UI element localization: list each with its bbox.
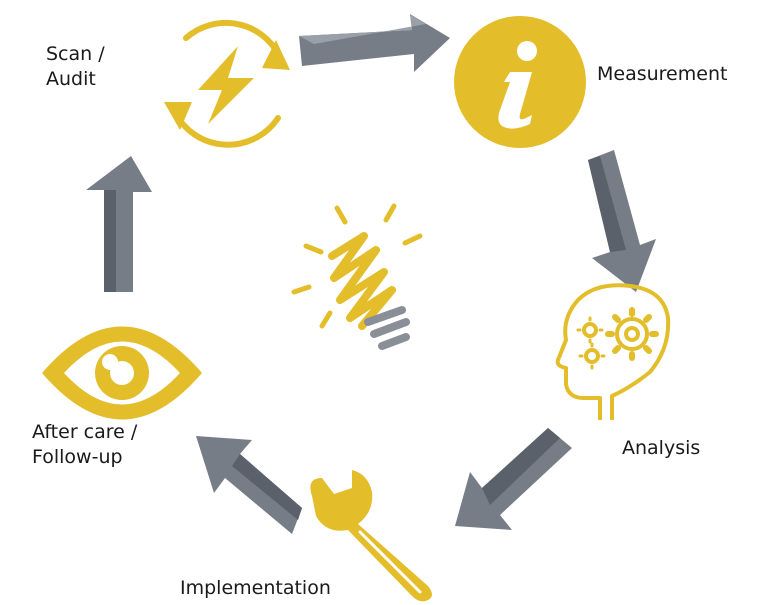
eye-icon <box>42 326 202 420</box>
step-label-after-care: After care / Follow-up <box>32 421 138 468</box>
step-label-analysis: Analysis <box>622 437 701 459</box>
info-icon <box>454 16 586 148</box>
step-label-measurement: Measurement <box>597 63 728 85</box>
arrow-analysis-to-implementation <box>455 428 572 530</box>
wrench-icon <box>310 470 432 602</box>
head-gears-icon <box>555 283 671 420</box>
arrow-scan-to-measurement <box>299 14 450 72</box>
arrow-aftercare-to-scan <box>86 156 152 292</box>
step-label-implementation: Implementation <box>180 577 331 599</box>
cycle-arrows <box>86 14 656 534</box>
lightning-refresh-icon <box>164 19 290 148</box>
arrow-measurement-to-analysis <box>588 150 656 292</box>
step-label-scan-audit: Scan / Audit <box>46 43 105 90</box>
lightbulb-icon <box>291 203 423 350</box>
arrow-implementation-to-aftercare <box>196 436 302 534</box>
